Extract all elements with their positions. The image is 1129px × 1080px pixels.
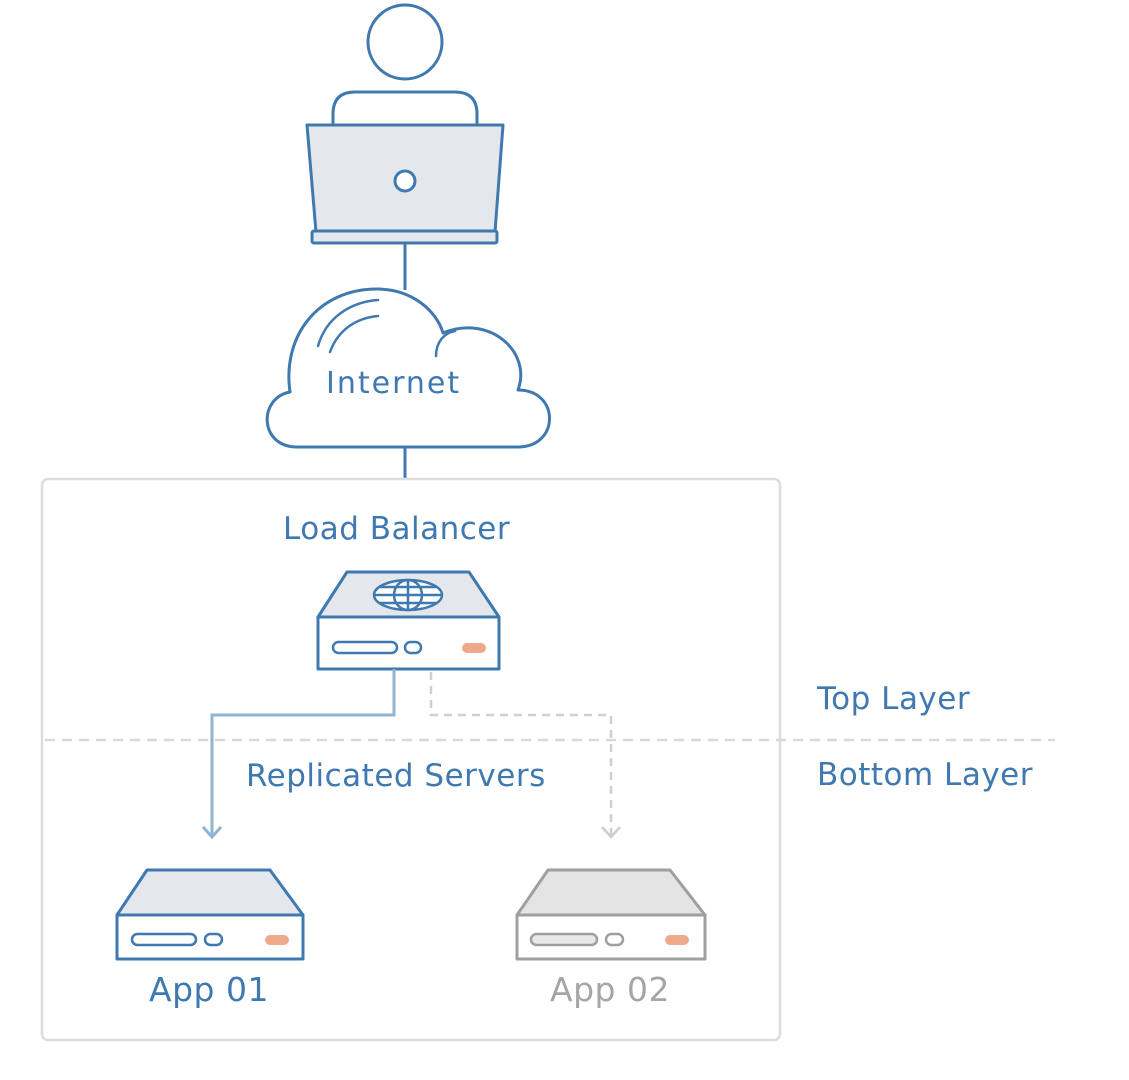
app1-label: App 01 — [149, 970, 269, 1009]
app2-server-icon — [515, 868, 707, 961]
internet-label: Internet — [326, 366, 462, 401]
user-icon — [331, 3, 479, 127]
link-lb-app1 — [201, 669, 396, 840]
top-layer-label: Top Layer — [817, 681, 971, 717]
globe-icon — [372, 578, 444, 612]
link-lb-app2 — [429, 672, 621, 839]
bottom-layer-label: Bottom Layer — [817, 757, 1033, 793]
laptop-icon — [305, 123, 505, 245]
replicated-servers-label: Replicated Servers — [246, 758, 546, 794]
app1-server-icon — [115, 868, 305, 961]
load-balancer-label: Load Balancer — [283, 511, 511, 547]
app2-label: App 02 — [550, 970, 670, 1009]
server-group-frame — [40, 477, 782, 1042]
cloud-icon — [265, 287, 551, 449]
load-balancer-server-icon — [316, 570, 501, 671]
